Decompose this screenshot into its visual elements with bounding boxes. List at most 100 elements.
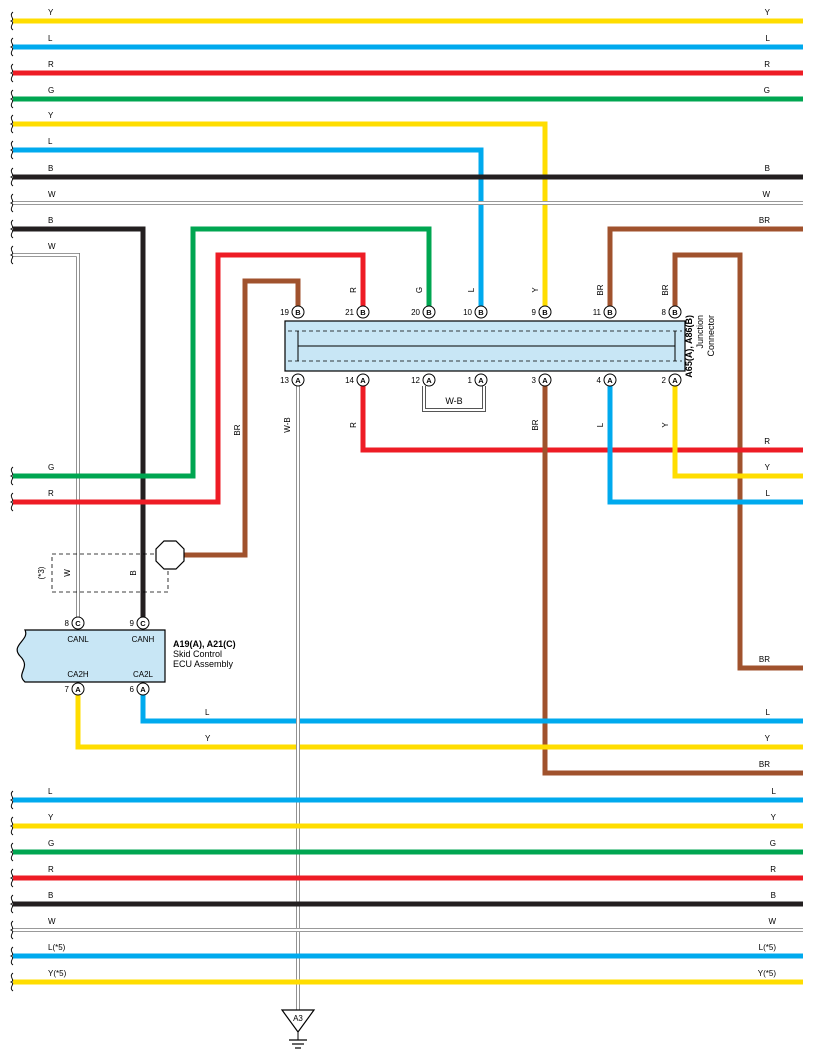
ecu-out-label-right-2: BR <box>759 760 770 769</box>
bus-bottom-label-right-6: L(*5) <box>759 943 777 952</box>
bus-bottom-brace-1 <box>9 816 14 836</box>
bus-mid-label-right-1: W <box>762 190 770 199</box>
junction-top-pin-10-number: 10 <box>463 308 472 317</box>
bus-bottom-label-right-4: B <box>771 891 776 900</box>
junction-top-pin-10-circle <box>474 305 488 319</box>
junction-bottom-pin-4-number: 4 <box>597 376 602 385</box>
bus-ld-label-1: W <box>48 242 56 251</box>
wire-w-to-canl-outline <box>13 253 80 617</box>
junction-bottom-wire-label-1: R <box>349 422 358 428</box>
junction-top-pin-9-number: 9 <box>532 308 537 317</box>
jumper-label: W-B <box>445 396 462 406</box>
junction-top-wire-label-4: Y <box>531 287 540 293</box>
junction-desc2: Connector <box>706 315 716 357</box>
ecu-signal-CANH: CANH <box>132 635 155 644</box>
twisted-w-label: W <box>63 569 72 577</box>
junction-bottom-pin-14: A14 <box>345 373 370 387</box>
wire-r-to-pin21 <box>13 252 366 505</box>
ecu-pin-8C-circle <box>71 616 85 630</box>
wire-b-to-canh <box>13 226 146 617</box>
ecu-pin-6A: A6 <box>130 682 150 696</box>
ecu-pin-7A: A7 <box>65 682 85 696</box>
junction-bottom-wire-label-5: L <box>596 422 605 427</box>
bus-ul-brace-0 <box>9 114 14 134</box>
junction-name: A65(A), A86(B) <box>684 315 694 378</box>
junction-top-pin-9-conn: B <box>542 308 548 317</box>
ecu-pin-8C-conn: C <box>75 619 81 628</box>
junction-bottom-pin-12-circle <box>422 373 436 387</box>
junction-top-pin-19-circle <box>291 305 305 319</box>
bus-bottom-label-left-0: L <box>48 787 53 796</box>
junction-top-pin-19: B19 <box>280 305 305 319</box>
wire-l-ca2l <box>140 695 803 724</box>
bus-bottom-label-left-4: B <box>48 891 53 900</box>
left-in-label-0: G <box>48 463 54 472</box>
wire-y-to-pin9 <box>13 121 548 312</box>
junction-bottom-pin-12: A12 <box>411 373 436 387</box>
junction-top-pin-20-circle <box>422 305 436 319</box>
junction-top-pin-11-conn: B <box>607 308 613 317</box>
junction-top-pin-20-conn: B <box>426 308 432 317</box>
bus-bottom-brace-3 <box>9 868 14 888</box>
junction-bottom-pin-13: A 13 <box>280 373 305 387</box>
right-out-label-2: Y <box>765 463 771 472</box>
ecu-pin-6A-number: 6 <box>130 685 135 694</box>
wire-g-to-pin20 <box>13 226 432 479</box>
junction-top-pin-19-number: 19 <box>280 308 289 317</box>
junction-bottom-wire-label-4: BR <box>531 419 540 430</box>
junction-bottom-pin-13-conn: A <box>295 376 301 385</box>
bus-bottom-brace-5 <box>9 920 14 940</box>
junction-bottom-pin-1-conn: A <box>478 376 484 385</box>
br-twist-label: BR <box>233 424 242 435</box>
junction-top-pin-8-conn: B <box>672 308 678 317</box>
ecu-pin-8C: C8 <box>65 616 85 630</box>
junction-bottom-pin-12-conn: A <box>426 376 432 385</box>
wire-br-pin11 <box>607 226 803 312</box>
bus-bottom-label-right-1: Y <box>771 813 777 822</box>
wires-layer <box>13 18 803 1010</box>
bus-top-label-right-3: G <box>764 86 770 95</box>
right-out-label-1: R <box>764 437 770 446</box>
junction-bottom-pin-3-conn: A <box>542 376 548 385</box>
wire-br-shield-to-pin19 <box>184 278 301 558</box>
junction-top-pin-10-conn: B <box>478 308 484 317</box>
bus-bottom-label-left-6: L(*5) <box>48 943 66 952</box>
ecu-signal-CANL: CANL <box>67 635 89 644</box>
ecu-pin-6A-conn: A <box>140 685 146 694</box>
bus-ul-brace-1 <box>9 140 14 160</box>
bus-top-label-right-0: Y <box>765 8 771 17</box>
shield-ground-terminal <box>155 540 185 570</box>
ecu-name: A19(A), A21(C) <box>173 639 236 649</box>
bus-bottom-brace-7 <box>9 972 14 992</box>
bus-top-label-left-3: G <box>48 86 54 95</box>
bus-bottom-brace-2 <box>9 842 14 862</box>
bus-top-brace-0 <box>9 11 14 31</box>
bus-bottom-label-left-2: G <box>48 839 54 848</box>
left-in-label-1: R <box>48 489 54 498</box>
ecu-desc2: ECU Assembly <box>173 659 234 669</box>
junction-bottom-pin-13-number: 13 <box>280 376 289 385</box>
junction-bottom-pin-3: A3 <box>532 373 552 387</box>
bus-top-label-left-1: L <box>48 34 53 43</box>
junction-bottom-pin-1: A1 <box>468 373 488 387</box>
ecu-out-label-right-1: Y <box>765 734 771 743</box>
junction-top-pin-11: B 11 <box>593 305 617 319</box>
ecu-out-label-left-1: Y <box>205 734 211 743</box>
junction-bottom-pin-2-conn: A <box>672 376 678 385</box>
ecu-signal-CA2H: CA2H <box>67 670 89 679</box>
junction-top-pin-8: B8 <box>662 305 682 319</box>
junction-top-pin-11-number: 11 <box>593 308 602 317</box>
junction-top-pin-20: B20 <box>411 305 436 319</box>
bus-top-label-left-2: R <box>48 60 54 69</box>
junction-bottom-pin-3-number: 3 <box>532 376 537 385</box>
ecu-pin-7A-circle <box>71 682 85 696</box>
junction-bottom-pin-3-circle <box>538 373 552 387</box>
twisted-b-label: B <box>129 570 138 575</box>
bus-top-label-right-2: R <box>764 60 770 69</box>
wire-l-pin4 <box>607 380 803 505</box>
ecu-pin-9C-circle <box>136 616 150 630</box>
bus-top-label-left-0: Y <box>48 8 54 17</box>
junction-bottom-pin-14-circle <box>356 373 370 387</box>
junction-bottom-pin-1-circle <box>474 373 488 387</box>
ecu-pin-6A-circle <box>136 682 150 696</box>
